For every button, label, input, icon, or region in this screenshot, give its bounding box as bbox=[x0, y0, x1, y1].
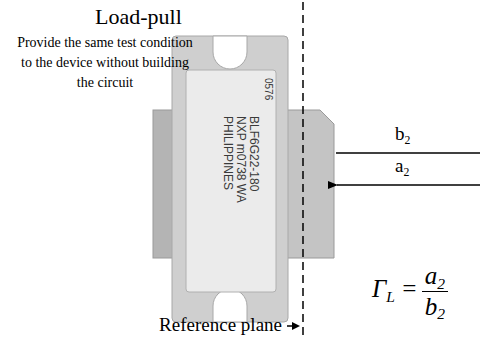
package-marking: 0576 bbox=[263, 78, 273, 100]
flange bbox=[172, 36, 288, 322]
package-lid bbox=[186, 70, 276, 292]
wave-symbol: b bbox=[425, 293, 438, 320]
reflection-formula: ΓL=a2b2 bbox=[372, 262, 448, 320]
wave-symbol: a bbox=[425, 262, 438, 289]
reflected-wave-line bbox=[336, 152, 480, 153]
subscript: 2 bbox=[437, 305, 445, 322]
wave-label: b2 bbox=[395, 124, 410, 145]
denominator: b2 bbox=[422, 292, 448, 321]
title: Load-pull bbox=[95, 4, 182, 30]
fraction: a2b2 bbox=[422, 262, 448, 320]
wave-symbol: b bbox=[395, 123, 405, 144]
wave-symbol: a bbox=[395, 155, 403, 176]
subscript: 2 bbox=[437, 275, 445, 292]
reference-plane bbox=[302, 2, 304, 338]
package-marking: NXP m0738 WA bbox=[235, 116, 247, 203]
wave-label: a2 bbox=[395, 156, 409, 177]
pointer-head bbox=[292, 322, 300, 330]
package-marking: PHILIPPINES bbox=[222, 116, 234, 190]
gamma-symbol: Γ bbox=[372, 275, 386, 302]
equals-sign: = bbox=[401, 275, 418, 302]
numerator: a2 bbox=[422, 262, 448, 292]
package-marking: BLF6G22-180 bbox=[248, 116, 260, 191]
note-text: Provide the same test condition to the d… bbox=[17, 33, 193, 93]
reference-plane-label: Reference plane bbox=[159, 314, 282, 336]
incident-wave-arrow bbox=[337, 184, 480, 185]
subscript: L bbox=[386, 288, 395, 305]
subscript: 2 bbox=[403, 167, 409, 180]
subscript: 2 bbox=[405, 135, 411, 148]
mounting-slot bbox=[213, 36, 247, 69]
